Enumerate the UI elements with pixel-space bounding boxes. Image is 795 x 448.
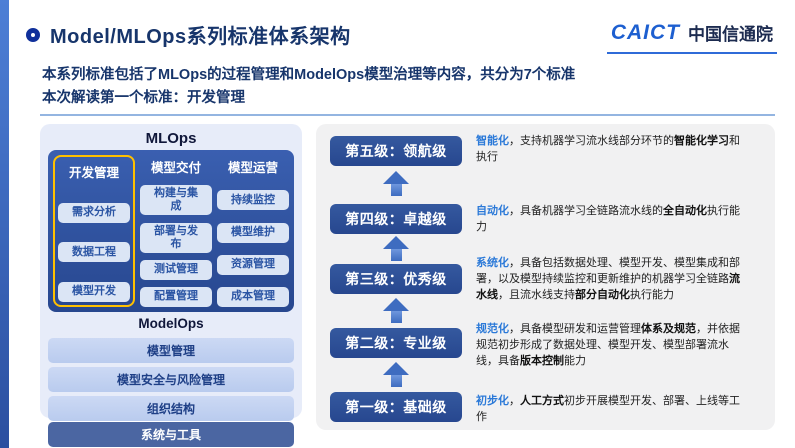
- mlops-item-resource-management: 资源管理: [217, 254, 289, 275]
- modelops-bar-systems-tools: 系统与工具: [48, 422, 294, 447]
- caict-logo-text: CAICT: [610, 20, 680, 44]
- subtitle-line-1: 本系列标准包括了MLOps的过程管理和ModelOps模型治理等内容，共分为7个…: [42, 67, 576, 83]
- modelops-bar-security-risk: 模型安全与风险管理: [48, 367, 294, 392]
- maturity-level-2: 第二级：专业级: [330, 328, 462, 358]
- mlops-column-operations: 模型运营 持续监控 模型维护 资源管理 成本管理: [217, 155, 289, 307]
- maturity-desc-level-3: 系统化，具备包括数据处理、模型开发、模型集成和部署，以及模型持续监控和更新维护的…: [476, 257, 740, 301]
- column-header-operations: 模型运营: [227, 161, 278, 175]
- maturity-desc-level-5: 智能化，支持机器学习流水线部分环节的智能化学习和执行: [476, 135, 740, 163]
- column-header-development: 开发管理: [68, 166, 119, 180]
- mlops-item-requirements: 需求分析: [58, 202, 130, 223]
- maturity-panel: 第五级：领航级 第四级：卓越级 第三级：优秀级 第二级：专业级 第一级：基础级 …: [316, 124, 775, 430]
- maturity-desc-level-2: 规范化，具备模型研发和运营管理体系及规范，并依据规范初步形成了数据处理、模型开发…: [476, 323, 740, 367]
- mlops-box: 开发管理 需求分析 数据工程 模型开发 模型交付 构建与集成 部署与发布 测试管…: [48, 150, 294, 312]
- mlops-item-model-maintenance: 模型维护: [217, 222, 289, 243]
- mlops-item-data-engineering: 数据工程: [58, 242, 130, 263]
- maturity-level-3: 第三级：优秀级: [330, 264, 462, 294]
- mlops-column-delivery: 模型交付 构建与集成 部署与发布 测试管理 配置管理: [140, 155, 212, 307]
- subtitle-line-2: 本次解读第一个标准：开发管理: [42, 90, 245, 107]
- mlops-item-deploy-release: 部署与发布: [140, 222, 212, 253]
- header: Model/MLOps系列标准体系架构: [26, 20, 351, 49]
- mlops-item-config-management: 配置管理: [140, 287, 212, 307]
- modelops-bar-model-management: 模型管理: [48, 338, 294, 363]
- modelops-title: ModelOps: [138, 316, 204, 331]
- mlops-item-test-management: 测试管理: [140, 259, 212, 280]
- maturity-level-1: 第一级：基础级: [330, 392, 462, 422]
- maturity-desc-level-4: 自动化，具备机器学习全链路流水线的全自动化执行能力: [476, 205, 740, 233]
- modelops-bars: 模型管理 模型安全与风险管理 组织结构: [48, 338, 294, 421]
- mlops-item-cost-management: 成本管理: [217, 287, 289, 307]
- up-arrow-icon: [383, 236, 409, 261]
- subtitle-block: 本系列标准包括了MLOps的过程管理和ModelOps模型治理等内容，共分为7个…: [42, 64, 575, 111]
- header-divider-line: [40, 114, 775, 116]
- up-arrow-icon: [383, 171, 409, 196]
- mlops-item-model-development: 模型开发: [58, 281, 130, 302]
- modelops-bar-org-structure: 组织结构: [48, 396, 294, 421]
- caict-logo-name: 中国信通院: [688, 25, 773, 44]
- page-title: Model/MLOps系列标准体系架构: [50, 26, 351, 48]
- maturity-level-5: 第五级：领航级: [330, 136, 462, 166]
- up-arrow-icon: [383, 298, 409, 323]
- title-bullet-ring-icon: [26, 27, 40, 42]
- mlops-column-development: 开发管理 需求分析 数据工程 模型开发: [53, 155, 135, 307]
- caict-logo: CAICT 中国信通院: [606, 20, 777, 54]
- maturity-level-4: 第四级：卓越级: [330, 204, 462, 234]
- column-header-delivery: 模型交付: [150, 161, 201, 175]
- mlops-modelops-panel: MLOps 开发管理 需求分析 数据工程 模型开发 模型交付 构建与集成 部署与…: [40, 124, 302, 421]
- mlops-item-continuous-monitoring: 持续监控: [217, 190, 289, 211]
- up-arrow-icon: [383, 362, 409, 387]
- mlops-title: MLOps: [145, 130, 197, 147]
- maturity-desc-level-1: 初步化，人工方式初步开展模型开发、部署、上线等工作: [476, 395, 740, 423]
- mlops-item-build-integration: 构建与集成: [140, 185, 212, 216]
- left-edge-accent-bar: [0, 0, 9, 448]
